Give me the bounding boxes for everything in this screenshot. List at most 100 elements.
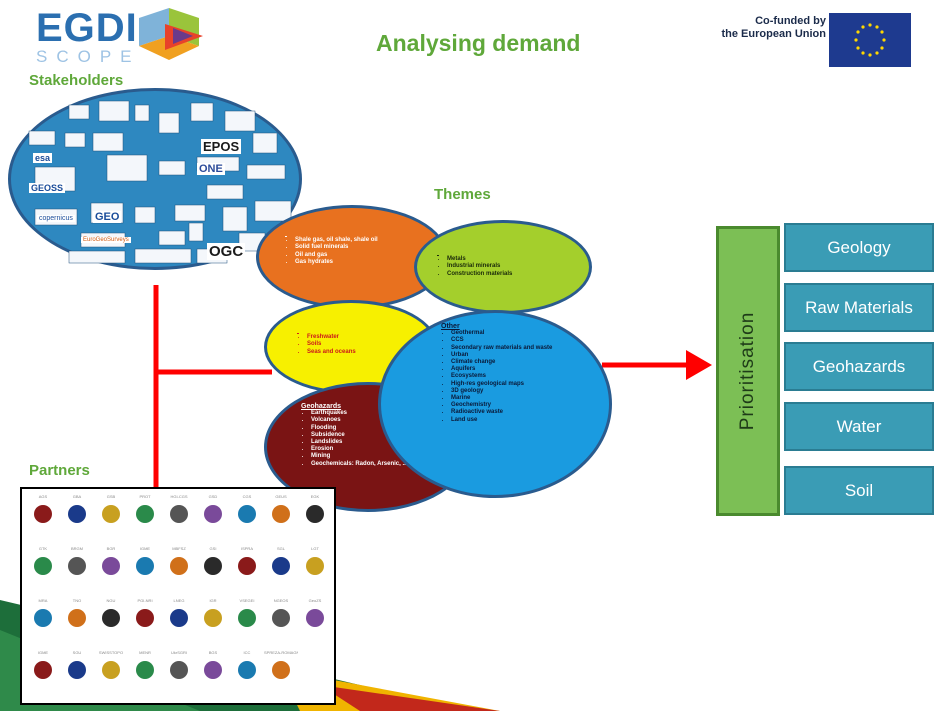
theme-hazards-item: Volcanoes <box>311 417 431 424</box>
partner-logo: GSB <box>94 493 128 533</box>
stakeholders-label: Stakeholders <box>29 72 124 89</box>
partner-emblem-icon <box>34 505 52 523</box>
partner-emblem-icon <box>204 505 222 523</box>
partner-label: BGR <box>106 546 116 551</box>
partner-emblem-icon <box>204 557 222 575</box>
output-geohazards: Geohazards <box>784 342 934 391</box>
partner-label: GSI <box>209 546 217 551</box>
partner-emblem-icon <box>306 557 324 575</box>
logo-egdi-text: EGDI <box>36 6 138 50</box>
partner-logo: LGT <box>298 545 332 585</box>
partner-emblem-icon <box>136 505 154 523</box>
partner-label: SWISSTOPO <box>98 650 124 655</box>
partner-label: GeoZS <box>308 598 322 603</box>
theme-other-heading: Other <box>441 323 460 330</box>
theme-groundwater-heading <box>297 327 417 334</box>
theme-raw-item: Metals <box>447 256 577 263</box>
partner-label: VSEGEI <box>239 598 255 603</box>
partner-logo: SPREZA-ROMAGNA <box>264 649 298 689</box>
theme-groundwater-text: Freshwater Soils Seas and oceans <box>297 327 417 356</box>
theme-ellipse-other: Other Geothermal CCS Secondary raw mater… <box>378 310 612 498</box>
partner-logo: UkrSGRI <box>162 649 196 689</box>
partner-label: UkrSGRI <box>171 650 187 655</box>
partner-emblem-icon <box>170 609 188 627</box>
output-geology: Geology <box>784 223 934 272</box>
partner-label: GSB <box>106 494 116 499</box>
partner-emblem-icon <box>102 609 120 627</box>
stakeholder-logo-geo: GEO <box>93 211 122 223</box>
theme-hazards-item: Subsidence <box>311 432 431 439</box>
theme-hazards-item: Geochemicals: Radon, Arsenic, ... <box>311 461 431 468</box>
theme-hazards-item: Landslides <box>311 439 431 446</box>
partner-label: SGU <box>72 650 82 655</box>
partner-emblem-icon <box>272 609 290 627</box>
logo: EGDI SCOPE <box>36 8 141 66</box>
stakeholder-logo-epos: EPOS <box>201 139 242 154</box>
partner-logo: CGS <box>230 493 264 533</box>
stakeholder-logo-copernicus: copernicus <box>37 215 75 222</box>
partner-emblem-icon <box>272 557 290 575</box>
theme-energy-text: Shale gas, oil shale, shale oil Solid fu… <box>285 230 425 266</box>
partner-logo: MENR <box>128 649 162 689</box>
partner-label: ICC <box>243 650 251 655</box>
partner-label: IGME <box>139 546 151 551</box>
partners-label: Partners <box>29 462 90 479</box>
partner-label: MRA <box>38 598 48 603</box>
partner-label: NGEOS <box>273 598 289 603</box>
partner-logo: GSD <box>196 493 230 533</box>
partner-emblem-icon <box>68 505 86 523</box>
stakeholder-logo-eurogeosurveys: EuroGeoSurveys <box>81 237 131 243</box>
prioritisation-box: Prioritisation <box>716 226 780 516</box>
partner-emblem-icon <box>102 505 120 523</box>
arrow-head-icon <box>686 350 712 380</box>
theme-hazards-item: Flooding <box>311 425 431 432</box>
partner-label: GSD <box>208 494 218 499</box>
partner-label: IGR <box>209 598 217 603</box>
theme-hazards-item: Mining <box>311 453 431 460</box>
theme-raw-item: Construction materials <box>447 271 577 278</box>
logo-scope-text: SCOPE <box>36 47 141 66</box>
partner-emblem-icon <box>238 661 256 679</box>
partner-logo: GeoZS <box>298 597 332 637</box>
partner-label: MENR <box>139 650 151 655</box>
theme-hazards-item: Earthquakes <box>311 410 431 417</box>
partner-logo: AGS <box>26 493 60 533</box>
partner-emblem-icon <box>68 609 86 627</box>
partner-emblem-icon <box>306 609 324 627</box>
theme-other-item: 3D geology <box>451 388 581 395</box>
partner-label: GBA <box>72 494 82 499</box>
partner-label: PGI-NRI <box>137 598 153 603</box>
theme-other-item: Secondary raw materials and waste <box>451 345 581 352</box>
theme-ellipse-raw-materials: Metals Industrial minerals Construction … <box>414 220 592 314</box>
theme-energy-item: Shale gas, oil shale, shale oil <box>295 237 425 244</box>
partner-logo: EGK <box>298 493 332 533</box>
partner-label: IGME <box>37 650 49 655</box>
partner-label: TNO <box>72 598 82 603</box>
partner-label: SGL <box>276 546 285 551</box>
partner-emblem-icon <box>204 661 222 679</box>
partner-logo: BRGM <box>60 545 94 585</box>
output-raw-materials: Raw Materials <box>784 283 934 332</box>
theme-other-item: Geochemistry <box>451 402 581 409</box>
partner-logo: PGI-NRI <box>128 597 162 637</box>
theme-raw-text: Metals Industrial minerals Construction … <box>437 249 577 278</box>
partner-emblem-icon <box>272 661 290 679</box>
output-soil: Soil <box>784 466 934 515</box>
partner-logo: IGME <box>128 545 162 585</box>
partner-label: HGI-CGS <box>170 494 188 499</box>
partner-logo: IGR <box>196 597 230 637</box>
theme-energy-heading <box>285 230 425 237</box>
partner-label: AGS <box>38 494 48 499</box>
partner-emblem-icon <box>136 557 154 575</box>
partner-label: EGK <box>310 494 320 499</box>
stakeholder-logo-one: ONE <box>197 163 225 175</box>
partner-label: MBFSZ <box>172 546 186 551</box>
theme-other-item: High-res geological maps <box>451 381 581 388</box>
theme-other-item: Geothermal <box>451 330 581 337</box>
theme-hazards-item: Erosion <box>311 446 431 453</box>
partner-label: BRGM <box>71 546 83 551</box>
partner-emblem-icon <box>272 505 290 523</box>
partner-logo: TNO <box>60 597 94 637</box>
